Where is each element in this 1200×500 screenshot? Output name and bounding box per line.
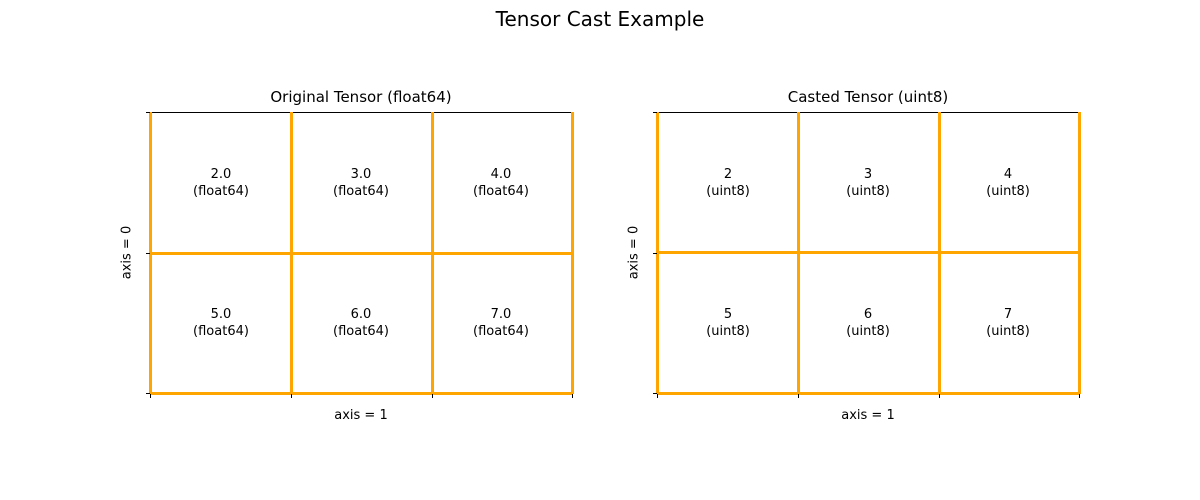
y-axis-label: axis = 0: [626, 225, 642, 280]
cell-value: 5: [723, 307, 733, 322]
tensor-grid: 2 (uint8) 3 (uint8) 4 (uint8) 5 (uint8) …: [653, 112, 1081, 398]
x-tick: [798, 394, 799, 398]
tensor-cell: 6.0 (float64): [291, 253, 431, 393]
y-axis-label: axis = 0: [119, 225, 135, 280]
y-tick: [146, 112, 150, 113]
y-tick: [146, 393, 150, 394]
casted-tensor-panel: Casted Tensor (uint8) axis = 0 2 (uint8)…: [600, 0, 1200, 500]
grid-line-vertical: [1078, 112, 1081, 394]
cell-dtype: (float64): [473, 184, 529, 199]
cell-value: 7: [1003, 307, 1013, 322]
tensor-cell: 3 (uint8): [798, 113, 938, 253]
grid-line-horizontal: [657, 392, 1079, 395]
x-tick: [939, 394, 940, 398]
cell-dtype: (uint8): [986, 184, 1030, 199]
cell-value: 3.0: [350, 167, 372, 182]
tensor-cell: 7.0 (float64): [431, 253, 571, 393]
cell-dtype: (float64): [193, 184, 249, 199]
x-tick: [291, 394, 292, 398]
cell-dtype: (float64): [333, 184, 389, 199]
cell-dtype: (uint8): [706, 324, 750, 339]
cell-value: 2.0: [210, 167, 232, 182]
x-tick: [657, 394, 658, 398]
cell-value: 2: [723, 167, 733, 182]
cell-value: 6.0: [350, 307, 372, 322]
panel-title: Casted Tensor (uint8): [787, 88, 949, 106]
cell-value: 6: [863, 307, 873, 322]
cell-value: 4: [1003, 167, 1013, 182]
panel-title: Original Tensor (float64): [270, 88, 452, 106]
cell-value: 7.0: [490, 307, 512, 322]
tensor-cell: 4.0 (float64): [431, 113, 571, 253]
cell-dtype: (float64): [473, 324, 529, 339]
grid-line-vertical: [571, 112, 574, 394]
cell-dtype: (uint8): [706, 184, 750, 199]
cell-value: 5.0: [210, 307, 232, 322]
grid-line-horizontal: [657, 251, 1079, 254]
tensor-cell: 7 (uint8): [938, 253, 1078, 393]
tensor-grid: 2.0 (float64) 3.0 (float64) 4.0 (float64…: [146, 112, 574, 398]
y-tick: [146, 253, 150, 254]
x-tick: [572, 394, 573, 398]
cell-dtype: (uint8): [986, 324, 1030, 339]
tensor-cell: 5 (uint8): [658, 253, 798, 393]
y-tick: [653, 112, 657, 113]
cell-value: 4.0: [490, 167, 512, 182]
cell-value: 3: [863, 167, 873, 182]
x-tick: [150, 394, 151, 398]
figure-title: Tensor Cast Example: [495, 7, 705, 31]
cell-dtype: (uint8): [846, 184, 890, 199]
cell-dtype: (float64): [333, 324, 389, 339]
x-tick: [1079, 394, 1080, 398]
tensor-cell: 2.0 (float64): [151, 113, 291, 253]
tensor-cell: 3.0 (float64): [291, 113, 431, 253]
x-axis-label: axis = 1: [334, 408, 388, 423]
x-axis-label: axis = 1: [841, 408, 895, 423]
y-tick: [653, 393, 657, 394]
tensor-cell: 6 (uint8): [798, 253, 938, 393]
tensor-cell: 2 (uint8): [658, 113, 798, 253]
tensor-cell: 4 (uint8): [938, 113, 1078, 253]
x-tick: [432, 394, 433, 398]
y-tick: [653, 253, 657, 254]
grid-line-horizontal: [150, 252, 572, 255]
original-tensor-panel: Original Tensor (float64) axis = 0 2.0 (…: [119, 88, 574, 423]
tensor-cell: 5.0 (float64): [151, 253, 291, 393]
grid-line-horizontal: [150, 392, 572, 395]
cell-dtype: (float64): [193, 324, 249, 339]
cell-dtype: (uint8): [846, 324, 890, 339]
